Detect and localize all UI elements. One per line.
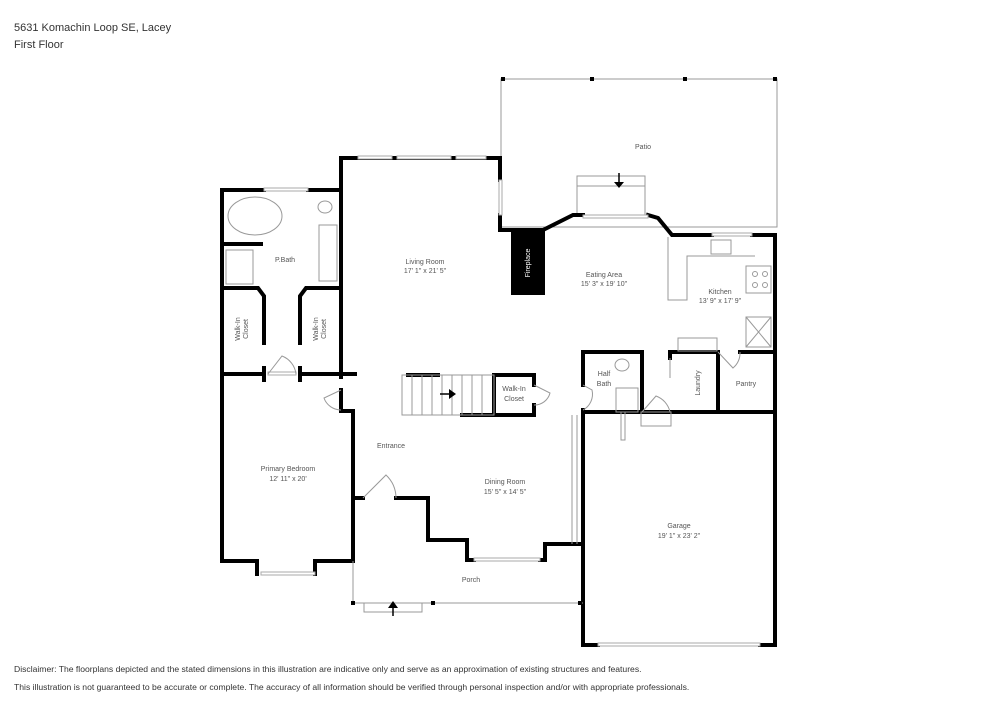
room-label-pbath: P.Bath: [275, 257, 295, 264]
porch-outline: [351, 561, 583, 613]
fireplace: Fireplace: [511, 231, 545, 295]
doors: [267, 351, 741, 544]
patio-door-arrow-icon: [614, 173, 624, 188]
svg-text:Closet: Closet: [504, 396, 524, 403]
svg-text:Bath: Bath: [597, 381, 612, 388]
room-label-entrance: Entrance: [377, 443, 405, 450]
svg-text:Half: Half: [598, 371, 611, 378]
room-dims-kitchen: 13' 9" x 17' 9": [699, 298, 742, 305]
room-label-walkin-closet-3: Walk-In Closet: [502, 386, 526, 403]
svg-text:Closet: Closet: [243, 319, 250, 339]
room-label-living: Living Room: [406, 259, 445, 266]
room-label-pantry: Pantry: [736, 381, 757, 388]
room-label-walkin-closet-2: Walk-In Closet: [313, 317, 328, 341]
svg-text:Fireplace: Fireplace: [525, 249, 532, 278]
kitchen-counters: [667, 237, 772, 352]
floor-label: First Floor: [14, 39, 64, 51]
room-label-primary-bedroom: Primary Bedroom: [261, 466, 316, 473]
room-label-walkin-closet-1: Walk-In Closet: [235, 317, 250, 341]
stairs-arrow-icon: [440, 389, 456, 399]
front-door-arrow-icon: [388, 601, 398, 616]
room-label-half-bath: Half Bath: [597, 371, 612, 388]
staircase: [401, 374, 495, 416]
disclaimer-line-2: This illustration is not guaranteed to b…: [14, 682, 690, 692]
room-label-patio: Patio: [635, 144, 651, 151]
svg-text:Walk-In: Walk-In: [313, 317, 320, 341]
bathroom-fixtures: [225, 196, 639, 413]
room-dims-dining: 15' 5" x 14' 5": [484, 489, 527, 496]
room-label-kitchen: Kitchen: [708, 289, 731, 296]
windows: [260, 155, 761, 647]
svg-text:Walk-In: Walk-In: [235, 317, 242, 341]
disclaimer-line-1: Disclaimer: The floorplans depicted and …: [14, 664, 642, 674]
room-label-porch: Porch: [462, 577, 480, 584]
room-label-laundry: Laundry: [695, 370, 702, 396]
property-address: 5631 Komachin Loop SE, Lacey: [14, 22, 172, 34]
room-label-eating: Eating Area: [586, 272, 622, 279]
svg-text:Walk-In: Walk-In: [502, 386, 526, 393]
room-label-dining: Dining Room: [485, 479, 526, 486]
room-label-garage: Garage: [667, 523, 690, 530]
patio-outline: [500, 77, 778, 228]
room-dims-living: 17' 1" x 21' 5": [404, 268, 447, 275]
svg-text:Closet: Closet: [321, 319, 328, 339]
room-dims-eating: 15' 3" x 19' 10": [581, 281, 628, 288]
room-dims-garage: 19' 1" x 23' 2": [658, 533, 701, 540]
room-dims-primary-bedroom: 12' 11" x 20': [269, 476, 306, 483]
